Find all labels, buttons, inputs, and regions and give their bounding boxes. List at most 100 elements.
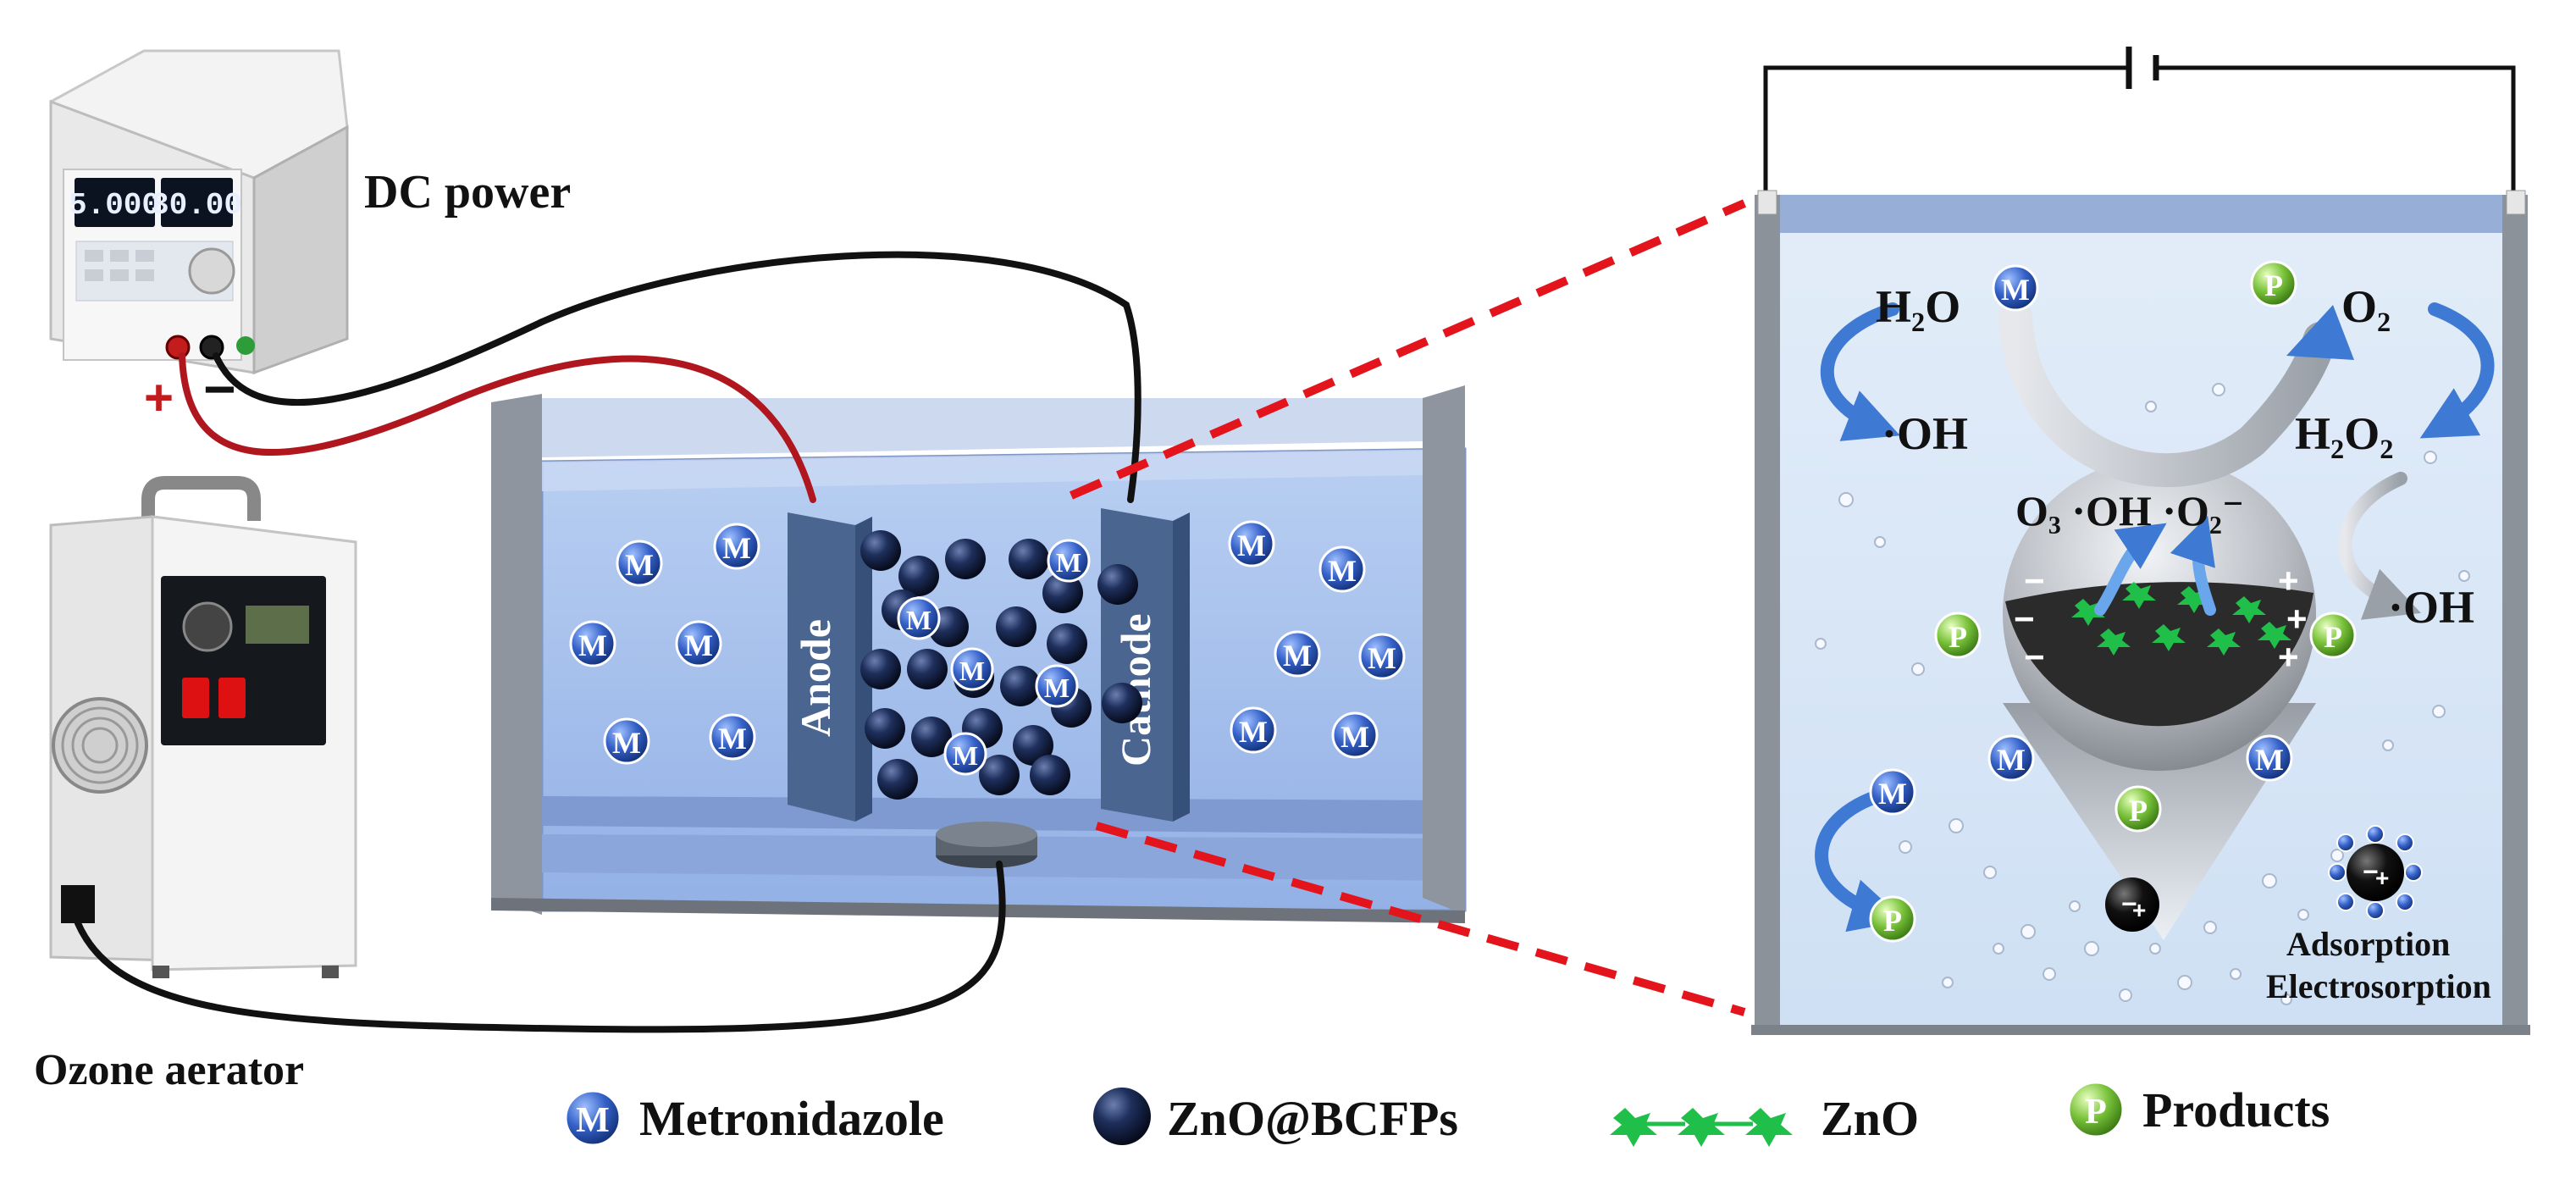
zoom-callout-lines: [1070, 199, 1746, 1016]
m-to-p-arrow: [1815, 785, 1905, 933]
positive-sign: +: [144, 369, 174, 426]
cathode-electrode: Cathode: [1101, 508, 1190, 822]
svg-text:M: M: [1328, 554, 1357, 588]
anode-electrode: Anode: [788, 512, 872, 822]
metronidazole-icon: M: [943, 732, 987, 776]
aerator-timer-dial[interactable]: [182, 601, 233, 652]
svg-text:M: M: [2255, 743, 2284, 777]
aerator-switch-1[interactable]: [182, 678, 209, 718]
negative-terminal[interactable]: [199, 335, 224, 360]
h2o-to-oh-arrow: [1820, 302, 1900, 441]
metronidazole-icon: M: [1358, 633, 1406, 680]
adsorption-label: Adsorption: [2286, 925, 2450, 963]
oh-label-right: ·OH: [2388, 582, 2474, 633]
zno-bcfp-zoomed-particle: − − − + + + − +: [2003, 457, 2316, 940]
svg-text:+: +: [2375, 865, 2389, 891]
metronidazole-icon: M: [950, 647, 994, 691]
svg-text:M: M: [906, 605, 931, 635]
legend-label-zno-bcfps: ZnO@BCFPs: [1167, 1091, 1458, 1146]
metronidazole-icon: M: [1228, 520, 1275, 567]
aerator-switch-2[interactable]: [218, 678, 246, 718]
metronidazole-icon: M: [675, 620, 722, 667]
svg-text:P: P: [2085, 1093, 2107, 1132]
metronidazole-icon: M: [616, 540, 663, 587]
svg-text:M: M: [1056, 547, 1081, 578]
ozone-aerator: [49, 476, 357, 978]
wires: [69, 251, 1142, 1033]
ozone-tube: [69, 861, 1006, 1033]
psu-knob[interactable]: [188, 247, 235, 295]
legend-label-products: Products: [2142, 1082, 2330, 1137]
metronidazole-icon: M: [1318, 545, 1366, 593]
svg-text:−: −: [2024, 637, 2045, 677]
legend-label-zno: ZnO: [1821, 1091, 1919, 1146]
svg-text:P: P: [1883, 904, 1902, 938]
svg-text:M: M: [1368, 641, 1396, 675]
svg-text:M: M: [1997, 743, 2026, 777]
zno-bcfp-particle-icon: [1093, 1088, 1151, 1145]
svg-text:M: M: [578, 628, 607, 662]
black-wire: [213, 251, 1142, 503]
svg-text:P: P: [2324, 620, 2342, 654]
bubbles: [1815, 383, 2470, 1005]
svg-text:P: P: [2129, 794, 2148, 828]
svg-text:−: −: [2121, 888, 2137, 919]
svg-text:+: +: [2286, 599, 2308, 639]
metronidazole-icon: M: [713, 523, 760, 570]
svg-text:M: M: [1878, 777, 1907, 811]
h2o-label: H₂O: [1876, 281, 1960, 332]
svg-text:M: M: [612, 726, 641, 760]
sphere-species-label: O₃ ·OH ·O₂⁻: [2015, 487, 2244, 534]
reaction-arrows: [1815, 301, 2495, 933]
svg-text:+: +: [2278, 561, 2299, 601]
h2o2-label: H₂O₂: [2295, 408, 2393, 459]
products-icon: P: [2309, 612, 2357, 659]
anode-label: Anode: [792, 619, 839, 737]
svg-text:P: P: [1949, 620, 1967, 654]
ozone-aerator-label: Ozone aerator: [34, 1046, 304, 1094]
legend: M Metronidazole ZnO@BCFPs ZnO P Products: [564, 1081, 2330, 1147]
svg-text:M: M: [1341, 720, 1369, 754]
metronidazole-icon: M: [569, 620, 616, 667]
svg-text:M: M: [576, 1101, 610, 1140]
psu-current-display: 30.00: [151, 188, 242, 223]
panel-molecules: M P P P M M P M P: [1869, 260, 2357, 943]
tank-metronidazole-molecules: M M M M M M M M M M M M M M M M M: [569, 520, 1406, 776]
legend-item-zno-bcfps: ZnO@BCFPs: [1093, 1088, 1458, 1146]
zno-bcfp-particles: [860, 530, 1142, 800]
products-icon: P: [2114, 785, 2162, 833]
positive-terminal[interactable]: [165, 335, 191, 360]
svg-text:M: M: [953, 740, 978, 771]
metronidazole-icon: M: [1274, 630, 1321, 678]
svg-text:M: M: [959, 656, 985, 686]
dc-power-supply: 5.000 30.00: [49, 49, 349, 375]
o2-label: O₂: [2341, 281, 2391, 332]
svg-text:M: M: [684, 628, 713, 662]
metronidazole-icon: M: [709, 713, 756, 761]
metronidazole-icon: M: [1869, 768, 1916, 816]
metronidazole-icon: M: [564, 1089, 622, 1147]
svg-text:M: M: [718, 722, 747, 756]
metronidazole-icon: M: [1992, 264, 2039, 312]
svg-text:M: M: [1283, 639, 1312, 673]
adsorption-particle: − +: [2328, 825, 2423, 920]
legend-label-metronidazole: Metronidazole: [639, 1091, 944, 1146]
oh-label-left: ·OH: [1882, 408, 1968, 459]
products-icon: P: [1934, 612, 1982, 659]
svg-text:M: M: [1044, 673, 1070, 703]
metronidazole-icon: M: [1047, 539, 1091, 583]
metronidazole-icon: M: [603, 717, 650, 765]
svg-text:M: M: [2001, 273, 2030, 307]
products-icon: P: [2067, 1081, 2125, 1138]
legend-item-products: P Products: [2067, 1081, 2330, 1138]
metronidazole-icon: M: [1331, 711, 1379, 759]
electrosorption-label: Electrosorption: [2266, 967, 2491, 1005]
h2o2-to-oh-arrow: [2338, 472, 2422, 620]
svg-text:M: M: [1239, 715, 1268, 749]
products-icon: P: [1869, 895, 1916, 943]
dc-power-label: DC power: [364, 166, 571, 219]
o2-to-h2o2-arrow: [2419, 302, 2495, 439]
metronidazole-icon: M: [1035, 664, 1079, 708]
m-degradation-arrow: [1998, 301, 2337, 487]
